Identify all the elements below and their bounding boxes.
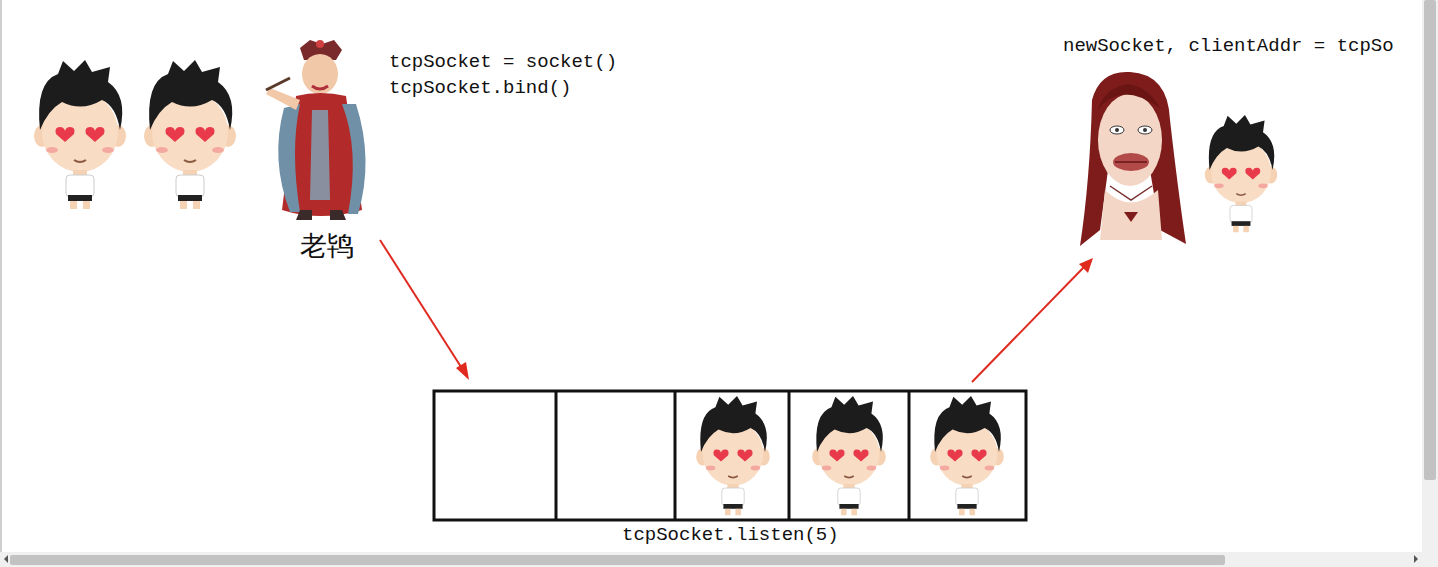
woman-figure: [1080, 72, 1186, 246]
code-line: newSocket, clientAddr = tcpSo: [1063, 35, 1394, 57]
figure-caption: 老鸨: [300, 228, 354, 264]
code-line: tcpSocket = socket(): [389, 51, 617, 73]
code-line: tcpSocket.listen(5): [622, 524, 839, 546]
code-line: tcpSocket.bind(): [389, 77, 571, 99]
listen-queue: [434, 391, 1026, 520]
madam-figure: [266, 40, 366, 220]
